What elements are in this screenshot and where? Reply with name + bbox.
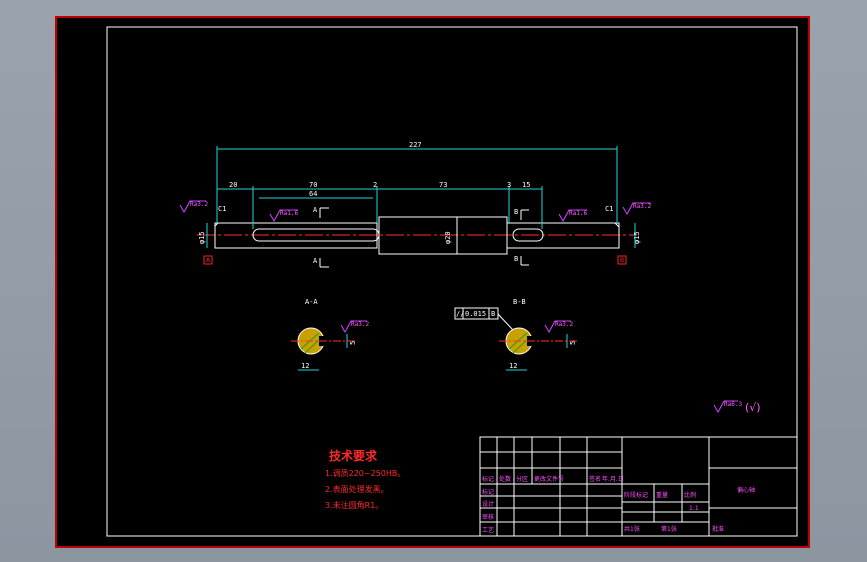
section-b-bottom: B <box>514 255 518 263</box>
tb-sheets: 共1张 <box>624 525 640 533</box>
drawing-border <box>106 26 798 537</box>
shaft-left-section <box>214 222 378 249</box>
tb-part-name: 偏心轴 <box>737 486 755 494</box>
tb-stage-2: 比例 <box>684 491 696 499</box>
tb-row-1: 设计 <box>482 500 494 508</box>
datum-left: A <box>206 257 211 264</box>
roughness-right-icon <box>622 202 651 216</box>
section-b-depth: 12 <box>509 362 517 370</box>
cad-drawing: 227 20 70 2 73 3 15 64 φ15 φ20 φ15 C1 C1… <box>106 26 798 537</box>
dim-dia-left: φ15 <box>198 231 206 244</box>
roughness-section-b-icon <box>544 320 571 334</box>
tb-row-3: 工艺 <box>482 526 494 534</box>
tech-title: 技术要求 <box>329 448 378 463</box>
chamfer-left: C1 <box>218 205 226 213</box>
roughness-section-a: Ra3.2 <box>351 321 369 328</box>
tech-requirements: 技术要求 1.调质220~250HB。 2.表面处理发黑。 3.未注圆角R1。 <box>325 448 405 510</box>
dim-64: 64 <box>309 190 317 198</box>
section-b-hatch2 <box>512 339 528 354</box>
tolerance-leader <box>497 313 514 331</box>
roughness-keyway-a-icon <box>269 209 298 223</box>
section-b-width: 5 <box>569 341 577 345</box>
tech-item-3: 3.未注圆角R1。 <box>325 500 383 510</box>
title-block-border <box>479 436 798 537</box>
datum-right: B <box>620 257 624 264</box>
shaft-main-view: 227 20 70 2 73 3 15 64 φ15 φ20 φ15 C1 C1… <box>179 141 651 268</box>
roughness-section-a-icon <box>340 320 367 334</box>
roughness-left-icon <box>179 200 206 214</box>
tb-approve: 批准 <box>712 525 724 533</box>
dim-20: 20 <box>229 181 237 189</box>
chamfer-right-top <box>614 222 620 228</box>
section-a-depth: 12 <box>301 362 309 370</box>
chamfer-left-top <box>214 222 219 227</box>
dim-dia-mid: φ20 <box>444 231 452 244</box>
title-block: 标记 处数 分区 更改文件号 签名 年.月.日 标记 设计 审核 工艺 阶段标记… <box>479 436 798 537</box>
roughness-general-icon <box>713 400 738 414</box>
tb-stage-0: 阶段标记 <box>624 491 648 499</box>
dim-3: 3 <box>507 181 511 189</box>
tolerance-datum: B <box>491 310 495 318</box>
drawing-canvas: 227 20 70 2 73 3 15 64 φ15 φ20 φ15 C1 C1… <box>55 16 810 548</box>
dim-15: 15 <box>522 181 530 189</box>
datum-box-right <box>617 255 627 265</box>
tolerance-datum-box <box>488 307 499 320</box>
roughness-keyway-b: Ra1.6 <box>569 210 587 217</box>
dim-dia-right: φ15 <box>633 231 641 244</box>
dim-overall: 227 <box>409 141 422 149</box>
section-a-bottom: A <box>313 257 318 265</box>
tb-row-2: 审核 <box>482 513 494 521</box>
tb-scale: 1:1 <box>689 505 699 512</box>
roughness-section-b: Ra3.2 <box>555 321 573 328</box>
section-a-top: A <box>313 206 318 214</box>
tb-sheet-no: 第1张 <box>661 525 677 533</box>
datum-box-left <box>203 255 213 265</box>
tb-header-5: 年.月.日 <box>602 475 624 483</box>
roughness-keyway-a: Ra1.6 <box>280 210 298 217</box>
section-b-view: B-B // 0.015 B 5 12 Ra3.2 <box>454 298 577 371</box>
tolerance-symbol: // <box>456 310 464 318</box>
tb-stage-1: 重量 <box>656 491 668 499</box>
tolerance-value: 0.015 <box>465 310 486 318</box>
tb-header-3: 更改文件号 <box>534 475 564 483</box>
dim-2: 2 <box>373 181 377 189</box>
section-a-title: A-A <box>305 298 318 306</box>
tb-header-1: 处数 <box>499 475 511 483</box>
keyway-left <box>252 228 380 242</box>
chamfer-right: C1 <box>605 205 613 213</box>
shaft-right-section <box>506 222 620 249</box>
section-a-view: A-A 5 12 Ra3.2 <box>291 298 369 371</box>
dim-73: 73 <box>439 181 447 189</box>
tech-item-1: 1.调质220~250HB。 <box>325 468 405 478</box>
roughness-keyway-b-icon <box>558 209 587 223</box>
keyway-right <box>512 228 544 242</box>
roughness-general-suffix: (√) <box>745 401 761 414</box>
section-b-top: B <box>514 208 518 216</box>
section-b-title: B-B <box>513 298 526 306</box>
tb-header-2: 分区 <box>516 475 528 483</box>
tb-row-0: 标记 <box>482 488 494 496</box>
tech-item-2: 2.表面处理发黑。 <box>325 484 389 494</box>
dim-70: 70 <box>309 181 317 189</box>
section-a-hatch2 <box>304 339 320 354</box>
tb-header-4: 签名 <box>589 475 601 483</box>
tb-header-0: 标记 <box>482 475 494 483</box>
section-a-width: 5 <box>349 341 357 345</box>
roughness-right: Ra3.2 <box>633 203 651 210</box>
roughness-general: Ra6.3 <box>724 401 742 408</box>
roughness-left: Ra3.2 <box>190 201 208 208</box>
